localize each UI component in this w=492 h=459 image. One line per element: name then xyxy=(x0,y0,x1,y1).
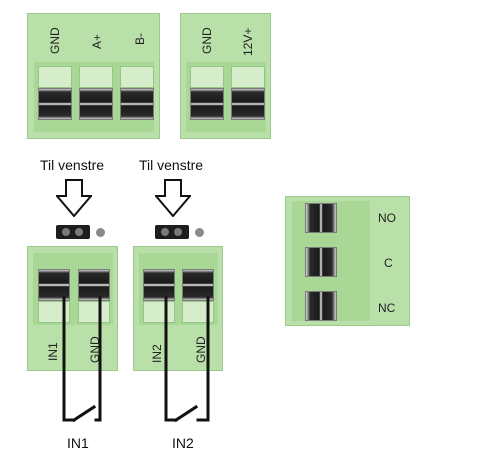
screw-terminal-in1 xyxy=(38,269,70,301)
screw-terminal-gnd xyxy=(190,88,224,120)
switch-label-in1: IN1 xyxy=(67,435,89,451)
switch-contact-in1 xyxy=(71,404,97,423)
screw-cavity xyxy=(79,66,113,88)
pin-label-c: C xyxy=(384,256,393,270)
connector-relay: NO C NC xyxy=(285,196,410,326)
connector-rs485: GND A+ B- xyxy=(27,13,160,139)
screw-terminal-c xyxy=(305,247,337,277)
screw-terminal-no xyxy=(305,203,337,233)
down-arrow-icon xyxy=(56,179,92,217)
screw-terminal-12v-plus xyxy=(231,88,265,120)
jumper-free-pin xyxy=(96,228,105,237)
jumper-hole xyxy=(174,228,182,236)
wire-gnd-2 xyxy=(196,296,210,422)
screw-cavity xyxy=(120,66,154,88)
jumper-right-label: Til venstre xyxy=(139,157,204,173)
jumper-hole xyxy=(75,228,83,236)
screw-cavity xyxy=(38,301,70,323)
switch-contact-in2 xyxy=(173,404,199,423)
screw-cavity xyxy=(190,66,224,88)
wire-in1 xyxy=(62,296,76,422)
down-arrow-icon xyxy=(155,179,191,217)
screw-cavity xyxy=(231,66,265,88)
jumper-free-pin xyxy=(195,228,204,237)
screw-terminal-gnd xyxy=(38,88,72,120)
screw-terminal-b-minus xyxy=(120,88,154,120)
screw-terminal-in2 xyxy=(143,269,175,301)
jumper-header-left xyxy=(56,225,90,239)
screw-terminal-gnd xyxy=(78,269,110,301)
connector-power: GND 12V+ xyxy=(180,13,271,139)
screw-terminal-nc xyxy=(305,291,337,321)
jumper-header-right xyxy=(155,225,189,239)
jumper-left-label: Til venstre xyxy=(40,157,105,173)
wire-gnd-1 xyxy=(94,296,102,422)
screw-cavity xyxy=(78,301,110,323)
screw-terminal-gnd xyxy=(182,269,214,301)
pin-label-no: NO xyxy=(378,211,396,225)
wire-in2 xyxy=(164,296,178,422)
screw-cavity xyxy=(182,301,214,323)
screw-terminal-a-plus xyxy=(79,88,113,120)
jumper-hole xyxy=(161,228,169,236)
switch-label-in2: IN2 xyxy=(172,435,194,451)
jumper-hole xyxy=(62,228,70,236)
connector-input-1: IN1 GND xyxy=(27,246,118,371)
screw-cavity xyxy=(38,66,72,88)
pin-label-nc: NC xyxy=(378,301,396,315)
